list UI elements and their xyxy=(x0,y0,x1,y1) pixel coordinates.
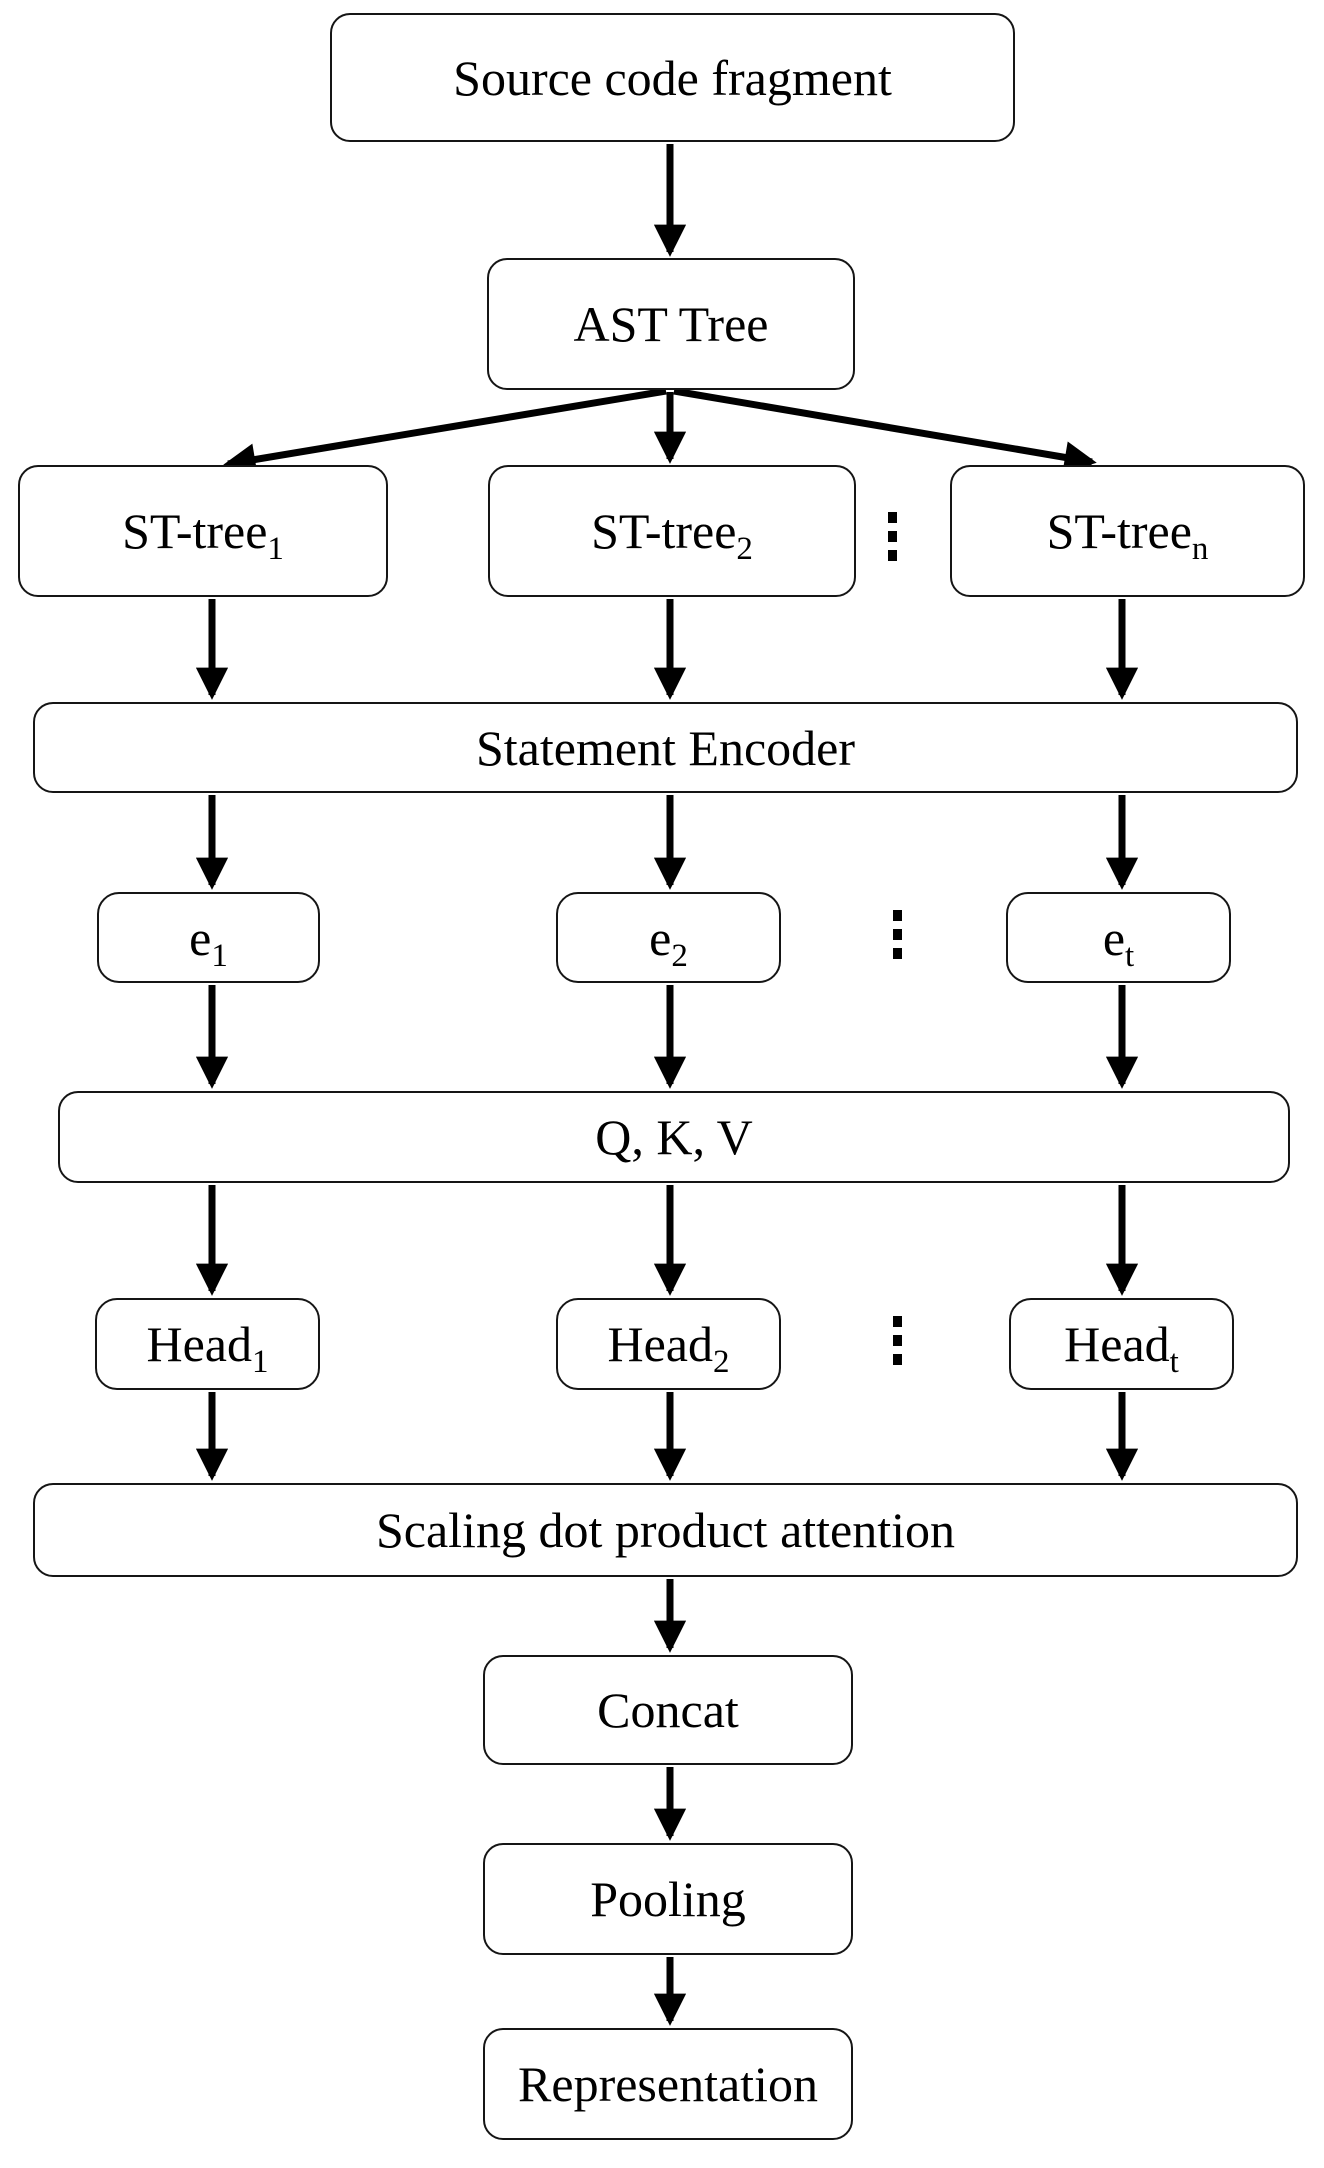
node-head-t-base: Head xyxy=(1064,1316,1170,1372)
node-statement-encoder-label: Statement Encoder xyxy=(475,719,856,776)
node-statement-encoder: Statement Encoder xyxy=(33,702,1298,793)
arrow-ast-to-st-tree-n xyxy=(673,387,1097,474)
node-representation-label: Representation xyxy=(518,2056,818,2112)
ellipsis-dot xyxy=(893,1316,902,1327)
vertical-ellipsis-st-tree xyxy=(888,512,897,561)
node-pooling: Pooling xyxy=(483,1843,853,1955)
node-head-t: Headt xyxy=(1009,1298,1234,1390)
ellipsis-dot xyxy=(893,1354,902,1365)
node-e-2-subscript: 2 xyxy=(671,937,688,974)
node-e-1-label: e1 xyxy=(189,909,228,973)
node-scaling-dot-product-attention-label: Scaling dot product attention xyxy=(375,1502,956,1558)
ellipsis-dot xyxy=(893,948,902,959)
node-e-2-base: e xyxy=(649,909,672,966)
node-head-2-base: Head xyxy=(607,1316,714,1372)
node-head-2: Head2 xyxy=(556,1298,781,1390)
node-st-tree-n-label: ST-treen xyxy=(1046,503,1209,566)
node-st-tree-2-base: ST-tree xyxy=(591,503,737,559)
node-st-tree-n-base: ST-tree xyxy=(1046,503,1192,559)
node-st-tree-1-subscript: 1 xyxy=(267,531,284,567)
node-ast-tree-label: AST Tree xyxy=(573,296,769,352)
node-head-1-base: Head xyxy=(146,1316,253,1372)
arrow-ast-to-st-tree-1 xyxy=(223,387,667,476)
ellipsis-dot xyxy=(893,910,902,921)
node-source-code-fragment-label: Source code fragment xyxy=(453,49,892,106)
node-scaling-dot-product-attention: Scaling dot product attention xyxy=(33,1483,1298,1577)
node-e-1: e1 xyxy=(97,892,320,983)
node-st-tree-2-subscript: 2 xyxy=(736,531,753,567)
node-e-1-base: e xyxy=(189,909,212,966)
node-e-t-subscript: t xyxy=(1125,937,1135,974)
node-e-2-label: e2 xyxy=(649,909,688,973)
node-source-code-fragment: Source code fragment xyxy=(330,13,1015,142)
vertical-ellipsis-e xyxy=(893,910,902,959)
node-q-k-v: Q, K, V xyxy=(58,1091,1290,1183)
node-representation: Representation xyxy=(483,2028,853,2140)
node-pooling-label: Pooling xyxy=(590,1871,746,1927)
node-concat-label: Concat xyxy=(597,1682,739,1738)
node-head-1-subscript: 1 xyxy=(252,1344,269,1380)
node-e-1-subscript: 1 xyxy=(211,937,228,974)
node-concat: Concat xyxy=(483,1655,853,1765)
node-ast-tree: AST Tree xyxy=(487,258,855,390)
node-st-tree-1-label: ST-tree1 xyxy=(122,503,284,566)
node-head-2-subscript: 2 xyxy=(713,1344,730,1380)
node-st-tree-n: ST-treen xyxy=(950,465,1305,597)
node-st-tree-n-subscript: n xyxy=(1191,531,1209,567)
node-head-1-label: Head1 xyxy=(146,1316,269,1379)
ellipsis-dot xyxy=(893,1335,902,1346)
node-head-1: Head1 xyxy=(95,1298,320,1390)
node-st-tree-1: ST-tree1 xyxy=(18,465,388,597)
node-st-tree-2-label: ST-tree2 xyxy=(591,503,753,566)
node-q-k-v-label: Q, K, V xyxy=(595,1109,753,1165)
ellipsis-dot xyxy=(888,550,897,561)
node-st-tree-2: ST-tree2 xyxy=(488,465,856,597)
ellipsis-dot xyxy=(893,929,902,940)
node-head-t-label: Headt xyxy=(1064,1316,1179,1379)
vertical-ellipsis-head xyxy=(893,1316,902,1365)
node-head-2-label: Head2 xyxy=(607,1316,730,1379)
ellipsis-dot xyxy=(888,512,897,523)
node-e-t-base: e xyxy=(1102,909,1126,966)
node-e-t: et xyxy=(1006,892,1231,983)
node-head-t-subscript: t xyxy=(1169,1344,1179,1380)
node-e-2: e2 xyxy=(556,892,781,983)
node-st-tree-1-base: ST-tree xyxy=(122,503,268,559)
node-e-t-label: et xyxy=(1102,909,1134,973)
ellipsis-dot xyxy=(888,531,897,542)
